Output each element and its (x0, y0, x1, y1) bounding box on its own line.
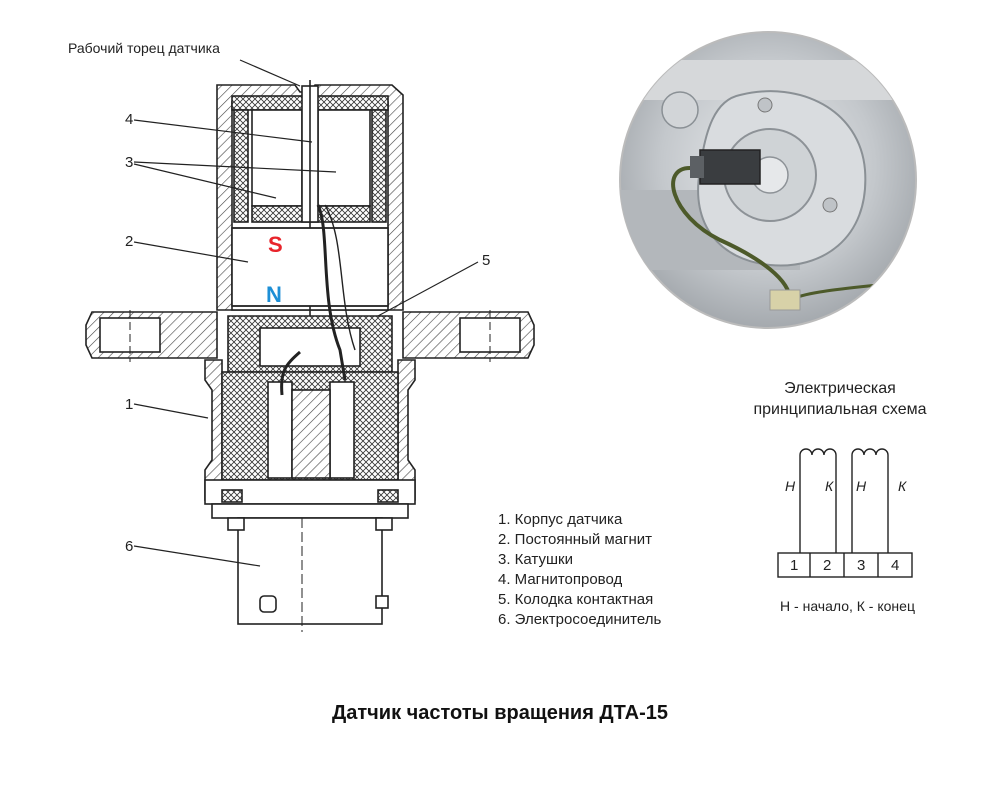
page-title: Датчик частоты вращения ДТА-15 (332, 702, 668, 724)
sectional-view (85, 80, 535, 632)
working-face-label: Рабочий торец датчика (68, 40, 220, 56)
coil-right (317, 109, 371, 207)
permanent-magnet (231, 227, 389, 307)
callout-3: 3 (125, 154, 134, 171)
scheme-caption: Н - начало, К - конец (780, 598, 915, 614)
terminal-4: 4 (891, 557, 900, 574)
terminal-3: 3 (857, 557, 866, 574)
housing-lower (204, 359, 223, 501)
callout-2: 2 (125, 233, 134, 250)
coil-frame-right (371, 109, 387, 223)
coil-left (251, 109, 303, 207)
magnet-pole-n: N (266, 282, 282, 307)
callout-4: 4 (125, 111, 134, 128)
scheme-title-line: Электрическая (784, 380, 896, 397)
legend-item: 4. Магнитопровод (498, 571, 623, 588)
coil-2-end-mark: К (898, 478, 907, 494)
coil-1-end-mark: К (825, 478, 834, 494)
terminal-right (329, 381, 355, 479)
coil-2-symbol (851, 448, 889, 456)
legend-item: 2. Постоянный магнит (498, 531, 653, 548)
scheme-title-line: принципиальная схема (753, 401, 927, 418)
leader-lines (133, 59, 479, 567)
terminal-2: 2 (823, 557, 832, 574)
legend-item: 5. Колодка контактная (498, 591, 654, 608)
legend-item: 6. Электросоединитель (498, 611, 662, 628)
housing-lower-right (397, 359, 416, 501)
terminal-1: 1 (790, 557, 799, 574)
callout-5: 5 (482, 252, 491, 269)
sensor-photo-inset (619, 31, 917, 329)
magnet-pole-s: S (268, 232, 283, 257)
callout-1: 1 (125, 396, 134, 413)
coil-1-symbol (799, 448, 837, 456)
coil-2-start-mark: Н (856, 478, 867, 494)
legend-item: 1. Корпус датчика (498, 511, 623, 528)
parts-legend: 1. Корпус датчика 2. Постоянный магнит 3… (498, 510, 661, 630)
callout-6: 6 (125, 538, 134, 555)
electrical-scheme (777, 448, 913, 578)
coil-frame-left (233, 109, 249, 223)
scheme-title: Электрическая принципиальная схема (735, 378, 945, 420)
coil-1-start-mark: Н (785, 478, 796, 494)
terminal-left (267, 381, 293, 479)
terminal-block (777, 552, 913, 578)
legend-item: 3. Катушки (498, 551, 573, 568)
